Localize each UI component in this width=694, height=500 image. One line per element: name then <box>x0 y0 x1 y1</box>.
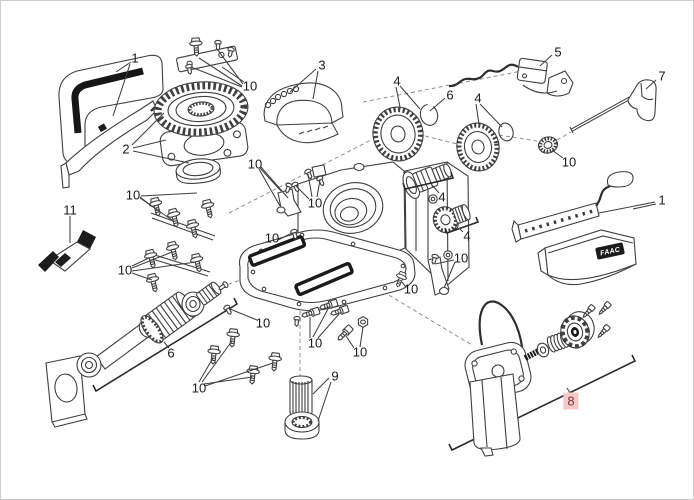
part-11-grease-tube <box>38 230 96 272</box>
part-5-limit-switch <box>448 57 574 97</box>
mount-bracket-right <box>427 253 450 296</box>
screw-plate-top <box>176 37 238 76</box>
faac-logo-text: FAAC <box>600 246 622 257</box>
callout-7-7[interactable]: 7 <box>658 68 666 84</box>
callout-10-20[interactable]: 10 <box>403 281 419 297</box>
clutch-disc <box>560 311 595 349</box>
callout-4-3[interactable]: 4 <box>393 73 401 89</box>
callout-10-9[interactable]: 10 <box>561 154 577 170</box>
snap-ring <box>419 104 439 126</box>
gear-small <box>456 122 500 172</box>
callout-leader-lines <box>69 48 657 422</box>
callout-10-19[interactable]: 10 <box>453 250 469 266</box>
callout-10-18[interactable]: 10 <box>117 262 133 278</box>
motor-shaft <box>523 348 540 361</box>
screw-set-left <box>142 196 218 294</box>
part-4-gear-train <box>372 104 514 235</box>
lever-nut <box>538 136 558 154</box>
part-3-terminal-support <box>263 82 344 144</box>
callout-8-selected-27[interactable]: 8 <box>563 392 579 410</box>
callout-10-26[interactable]: 10 <box>191 380 207 396</box>
callout-6-4[interactable]: 6 <box>446 87 454 103</box>
callout-9-25[interactable]: 9 <box>331 368 339 384</box>
callout-1-0[interactable]: 1 <box>131 50 139 66</box>
callout-11-13[interactable]: 11 <box>63 202 77 218</box>
part-8-motor-assembly <box>448 300 637 457</box>
gear-large <box>372 106 424 162</box>
callout-10-24[interactable]: 10 <box>352 344 368 360</box>
callout-10-21[interactable]: 10 <box>255 315 271 331</box>
base-slot-left <box>247 235 307 267</box>
grease-tube-crimp <box>38 251 59 272</box>
callout-10-1[interactable]: 10 <box>242 78 258 94</box>
callout-10-17[interactable]: 10 <box>264 230 280 246</box>
callout-4-14[interactable]: 4 <box>438 189 446 205</box>
faac-logo: FAAC <box>595 242 625 260</box>
callout-10-23[interactable]: 10 <box>307 335 323 351</box>
base-slot-right <box>294 261 354 297</box>
part-6-output-shaft-assembly <box>45 280 239 428</box>
callout-2-8[interactable]: 2 <box>122 141 130 157</box>
part-1-protection-cover-right: FAAC <box>511 171 637 286</box>
o-ring <box>498 122 514 142</box>
part-2-crown-gear-assembly <box>153 81 249 184</box>
callout-3-2[interactable]: 3 <box>318 57 326 73</box>
callout-4-5[interactable]: 4 <box>474 90 482 106</box>
assembly-axis-dashed-lines <box>205 70 572 383</box>
mount-bracket-left <box>276 181 302 217</box>
callout-10-12[interactable]: 10 <box>125 187 141 203</box>
part-9-roller-and-bushing <box>284 375 320 440</box>
callout-1-11[interactable]: 1 <box>658 192 666 208</box>
callout-10-10[interactable]: 10 <box>247 156 263 172</box>
housing-bore <box>322 182 384 234</box>
washer <box>536 342 550 358</box>
callout-10-15[interactable]: 10 <box>307 195 323 211</box>
callout-6-22[interactable]: 6 <box>167 345 175 361</box>
callout-5-6[interactable]: 5 <box>554 44 562 60</box>
callout-4-16[interactable]: 4 <box>463 228 471 244</box>
clutch-pinion-lower <box>432 204 471 234</box>
part-7-release-lever <box>538 79 657 154</box>
